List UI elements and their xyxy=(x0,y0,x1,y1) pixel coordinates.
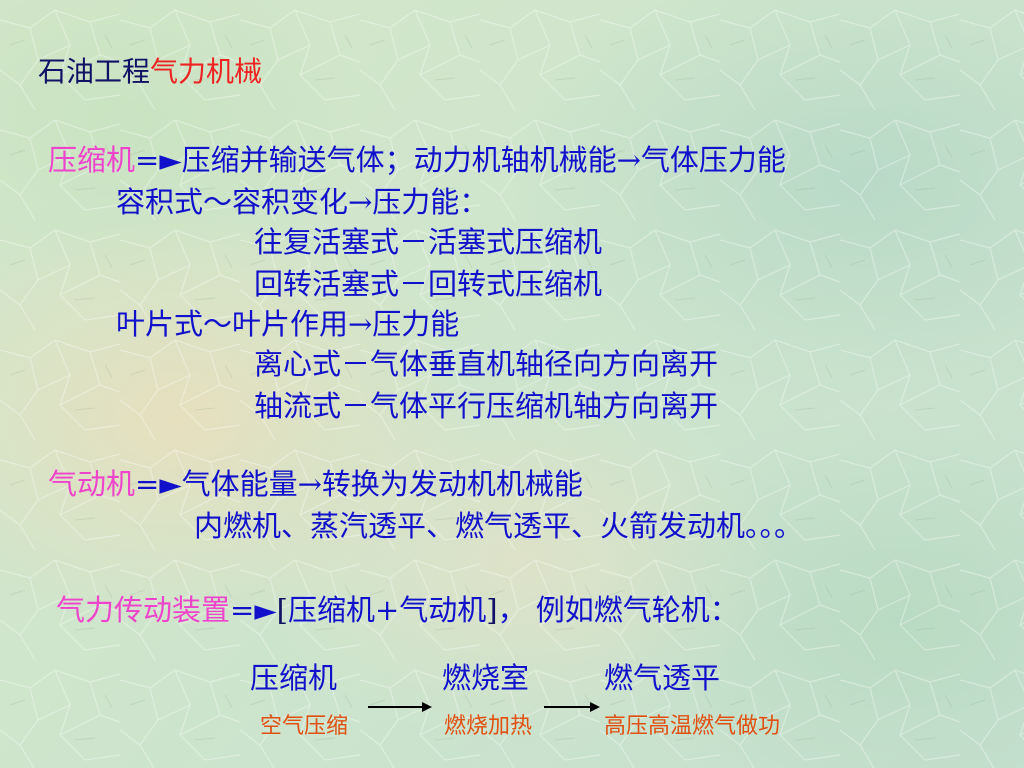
compressor-description: 压缩并输送气体；动力机轴机械能→气体压力能 xyxy=(181,143,786,177)
pneumatic-motor-heading: 气动机=►气体能量→转换为发动机机械能 xyxy=(48,470,583,499)
engine-examples-line: 内燃机、蒸汽透平、燃气透平、火箭发动机。。。 xyxy=(194,509,804,543)
compressor-label: 压缩机 xyxy=(48,143,136,177)
transmission-content: 压缩机+气动机 xyxy=(287,593,487,627)
transmission-label: 气力传动装置 xyxy=(56,593,231,627)
flow-process-compression: 空气压缩 xyxy=(260,714,349,739)
centrifugal-line: 离心式－气体垂直机轴径向方向离开 xyxy=(254,347,719,381)
flow-stage-compressor: 压缩机 xyxy=(250,661,338,695)
title-part-2: 气力机械 xyxy=(150,55,263,88)
flow-arrow-2 xyxy=(544,702,600,712)
flow-process-work: 高压高温燃气做功 xyxy=(604,714,781,739)
pneumatic-motor-description: 气体能量→转换为发动机机械能 xyxy=(181,467,583,501)
flow-process-heating: 燃烧加热 xyxy=(444,714,533,739)
transmission-bracket-open: [ xyxy=(276,593,288,627)
slide-title: 石油工程气力机械 xyxy=(38,58,262,86)
flow-stage-combustor: 燃烧室 xyxy=(442,661,530,695)
transmission-bracket-close: ] xyxy=(486,593,498,627)
pneumatic-motor-arrow: =► xyxy=(135,467,182,501)
flow-arrow-1 xyxy=(368,702,432,712)
transmission-example: ， 例如燃气轮机： xyxy=(497,593,739,627)
axial-line: 轴流式－气体平行压缩机轴方向离开 xyxy=(254,389,719,423)
compressor-arrow: =► xyxy=(135,143,182,177)
transmission-arrow: =► xyxy=(230,593,277,627)
compressor-heading: 压缩机=►压缩并输送气体；动力机轴机械能→气体压力能 xyxy=(48,146,786,175)
transmission-heading: 气力传动装置=►[压缩机+气动机]， 例如燃气轮机： xyxy=(56,596,739,625)
pneumatic-motor-label: 气动机 xyxy=(48,467,136,501)
volumetric-line: 容积式～容积变化→压力能： xyxy=(116,185,489,219)
rotary-line: 回转活塞式－回转式压缩机 xyxy=(254,267,603,301)
vane-line: 叶片式～叶片作用→压力能 xyxy=(116,307,460,341)
flow-stage-turbine: 燃气透平 xyxy=(604,661,721,695)
reciprocating-line: 往复活塞式－活塞式压缩机 xyxy=(254,225,603,259)
title-part-1: 石油工程 xyxy=(38,55,151,88)
